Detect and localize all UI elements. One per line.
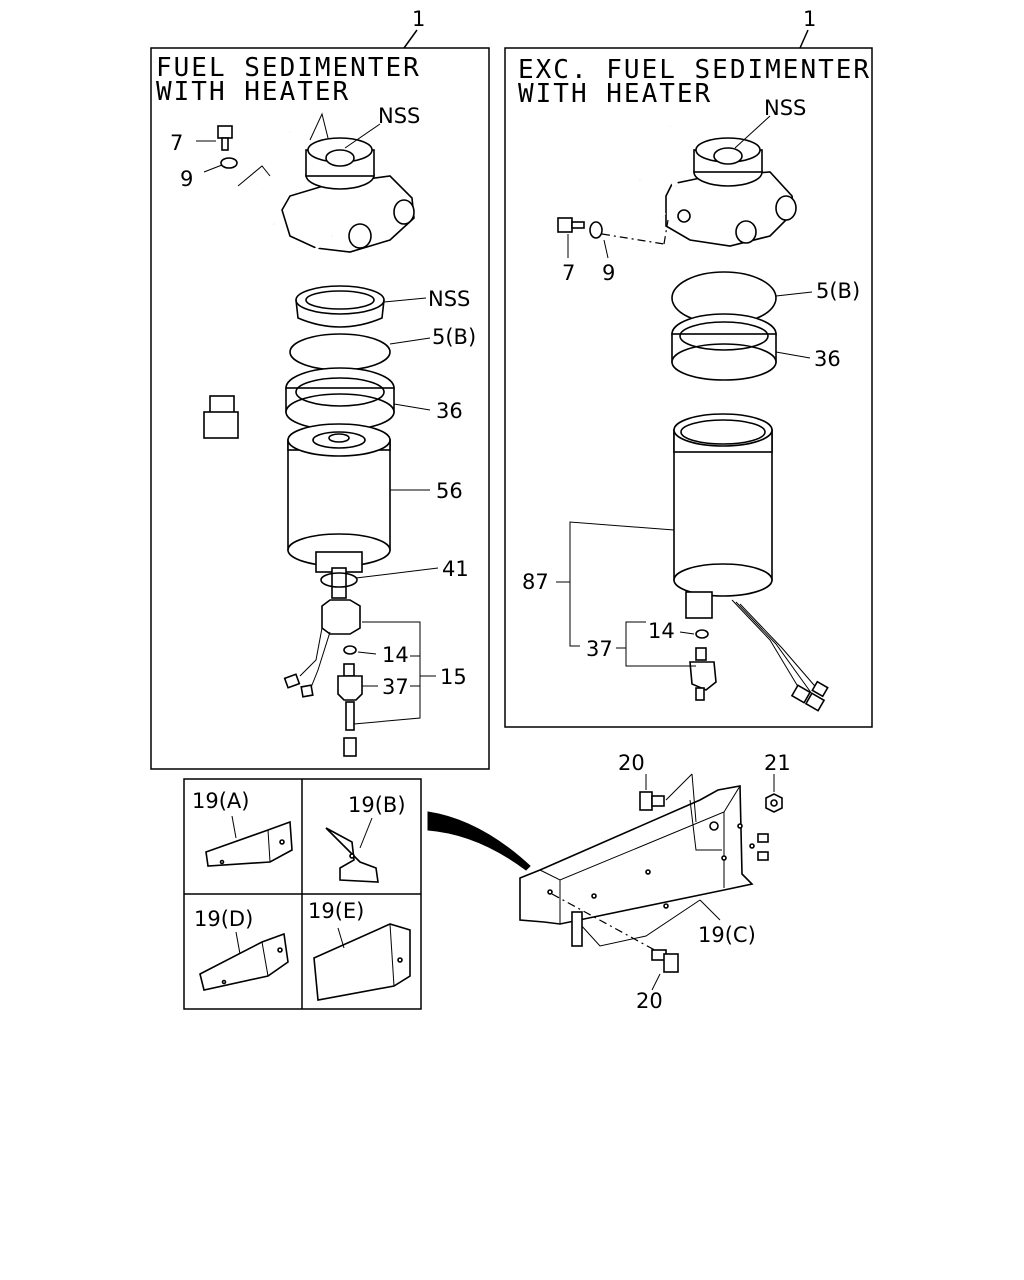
sensor-37-left bbox=[337, 663, 378, 757]
panel-right-callout: 1 bbox=[803, 7, 816, 31]
panel-right-title-line2: WITH HEATER bbox=[518, 79, 712, 109]
seal-41-left bbox=[320, 567, 439, 599]
main-bracket-19c bbox=[519, 785, 769, 955]
bracket-variant-19a: 19(A) bbox=[192, 789, 293, 867]
panel-left-title-line1: FUEL SEDIMENTER bbox=[156, 53, 421, 83]
panel-left-frame bbox=[150, 47, 490, 770]
label-bolt-washer-right: 9 bbox=[602, 261, 615, 285]
label-sensor-right: 37 bbox=[586, 637, 613, 661]
label-nut-right: 36 bbox=[814, 347, 841, 371]
panel-left-title-line2: WITH HEATER bbox=[156, 77, 350, 107]
panel-left-callout: 1 bbox=[412, 7, 425, 31]
retaining-nut-right bbox=[671, 313, 811, 381]
label-sensor-left: 37 bbox=[382, 675, 409, 699]
bolt-20-top bbox=[639, 773, 697, 823]
heater-wire-connector bbox=[203, 235, 333, 439]
label-oring-right: 5(B) bbox=[816, 279, 860, 303]
bolt-7-left bbox=[196, 125, 233, 151]
label-bowl-right: 87 bbox=[522, 570, 549, 594]
bowl-right bbox=[673, 413, 829, 712]
washer-9-left bbox=[203, 157, 238, 173]
washer-9-right bbox=[589, 219, 669, 259]
sensor-37-right bbox=[616, 621, 717, 701]
label-nss-head-right: NSS bbox=[764, 96, 806, 120]
drain-fitting-left bbox=[283, 599, 361, 698]
label-washer-left: 14 bbox=[382, 643, 409, 667]
label-bracket-19e: 19(E) bbox=[308, 899, 364, 923]
label-nut-21: 21 bbox=[764, 751, 791, 775]
bolt-20-bottom bbox=[651, 949, 679, 991]
panel-exc-fuel-sedimenter-with-heater: EXC. FUEL SEDIMENTER WITH HEATER 1 NSS bbox=[504, 7, 873, 728]
label-main-bracket: 19(C) bbox=[698, 923, 756, 947]
label-nss-ring-left: NSS bbox=[428, 287, 470, 311]
nut-21 bbox=[765, 774, 783, 813]
label-element-left: 56 bbox=[436, 479, 463, 503]
nss-ring-left bbox=[295, 285, 427, 328]
label-bracket-19a: 19(A) bbox=[192, 789, 249, 813]
label-washer-right: 14 bbox=[648, 619, 675, 643]
filter-element-left bbox=[287, 423, 430, 573]
retaining-nut-left bbox=[285, 367, 431, 431]
panel-right-title-line1: EXC. FUEL SEDIMENTER bbox=[518, 55, 871, 85]
filter-head-assembly bbox=[237, 112, 415, 253]
label-bolt-20-bottom: 20 bbox=[636, 989, 663, 1013]
label-nss-head-left: NSS bbox=[378, 104, 420, 128]
label-bolt-right: 7 bbox=[562, 261, 575, 285]
bracket-group-15-leaders bbox=[353, 621, 436, 725]
label-bracket-19d: 19(D) bbox=[194, 907, 253, 931]
bowl-leader-87 bbox=[556, 521, 675, 647]
label-bolt-left: 7 bbox=[170, 131, 183, 155]
bracket-variant-19e: 19(E) bbox=[308, 899, 411, 1001]
bracket-variant-grid: 19(A) 19(B) 19(D) 19(E) bbox=[183, 778, 422, 1010]
panel-right-frame bbox=[504, 47, 873, 728]
label-nut-left: 36 bbox=[436, 399, 463, 423]
label-seal-left: 41 bbox=[442, 557, 469, 581]
label-bolt-20-top: 20 bbox=[618, 751, 645, 775]
bracket-variant-19d: 19(D) bbox=[194, 907, 289, 991]
washer-14-right bbox=[679, 629, 709, 639]
pointer-arrow bbox=[427, 811, 531, 871]
filter-head-right bbox=[637, 115, 797, 247]
label-bracket-19b: 19(B) bbox=[348, 793, 406, 817]
oring-left bbox=[289, 333, 431, 371]
bolt-7-right bbox=[557, 217, 585, 258]
label-oring-left: 5(B) bbox=[432, 325, 476, 349]
panel-fuel-sedimenter-with-heater: FUEL SEDIMENTER WITH HEATER 1 NSS bbox=[150, 7, 490, 770]
label-bolt-washer-left: 9 bbox=[180, 167, 193, 191]
label-bracket-group-left: 15 bbox=[440, 665, 467, 689]
washer-14-left bbox=[343, 645, 377, 655]
bracket-variant-19b: 19(B) bbox=[325, 793, 406, 883]
